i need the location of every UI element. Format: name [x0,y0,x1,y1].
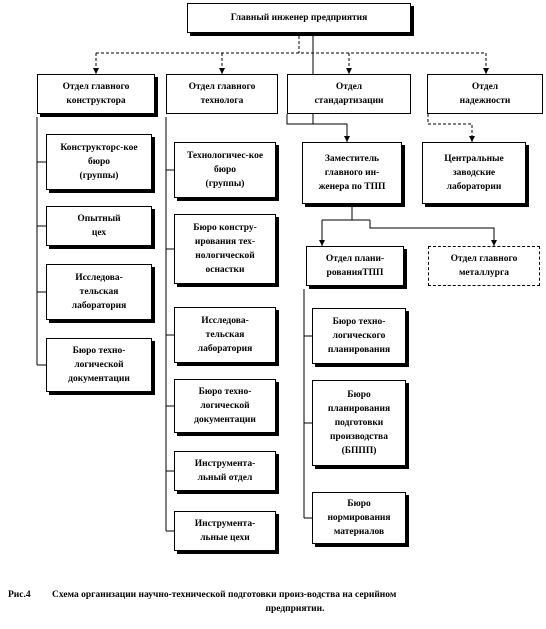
research-lab-2-box: Исследова- тельская лаборатория [174,307,276,363]
pilot-shop-box: Опытный цех [46,206,152,246]
caption-line-2: предприятии. [265,604,325,614]
link-deputy-cmd-arrowhead [491,240,497,246]
research-lab-1-box: Исследова- тельская лаборатория [46,264,152,320]
central-labs-box: Центральные заводские лаборатории [422,142,526,204]
deputy-chief-engineer-box: Заместитель главного ин- женера по ТПП [302,142,402,204]
link-deputy-cmd [369,220,495,246]
tech-doc-bureau-2-box: Бюро техно- логической документации [174,379,276,433]
production-prep-bureau-box: Бюро планирования подготовки производств… [312,380,406,466]
tooling-design-bureau-box: Бюро констру- ирования тех- нологической… [174,214,276,284]
link-std-left [286,114,313,125]
chief-engineer-box: Главный инженер предприятия [187,3,411,33]
tech-doc-bureau-1-box: Бюро техно- логической документации [46,338,152,392]
reliability-dept-box: Отдел надежности [427,74,543,114]
chief-metallurgist-dept-box: Отдел главного металлурга [428,246,540,286]
caption-line-1: Схема организации научно-технической под… [52,590,397,600]
chief-technologist-dept-box: Отдел главного технолога [166,74,278,114]
materials-norming-bureau-box: Бюро нормирования материалов [312,492,406,544]
standardization-dept-box: Отдел стандартизации [287,74,411,114]
design-bureau-box: Конструкторс-кое бюро (группы) [46,134,152,190]
link-deputy-pd-arrowhead [319,240,325,246]
link-bus-std-arrowhead [346,68,352,74]
link-rel-central [427,114,473,142]
tech-bureau-box: Технологичес-кое бюро (группы) [174,142,276,198]
link-bus-rel-arrowhead [483,68,489,74]
link-chief-deputy-arrowhead [344,136,350,142]
tool-dept-box: Инструмента- льный отдел [174,451,276,491]
planning-dept-box: Отдел плани- рованияТПП [306,246,404,286]
link-rel-central-arrowhead [469,136,475,142]
link-bus-ctd-arrowhead [219,68,225,74]
figure-number: Рис.4 [8,590,31,600]
tech-planning-bureau-box: Бюро техно- логического планирования [312,308,406,364]
link-bus-cdd-arrowhead [93,68,99,74]
figure-caption: Рис.4 Схема организации научно-техническо… [8,588,538,616]
tool-shops-box: Инструмента- льные цехи [174,511,276,551]
chief-designer-dept-box: Отдел главного конструктора [37,74,155,114]
